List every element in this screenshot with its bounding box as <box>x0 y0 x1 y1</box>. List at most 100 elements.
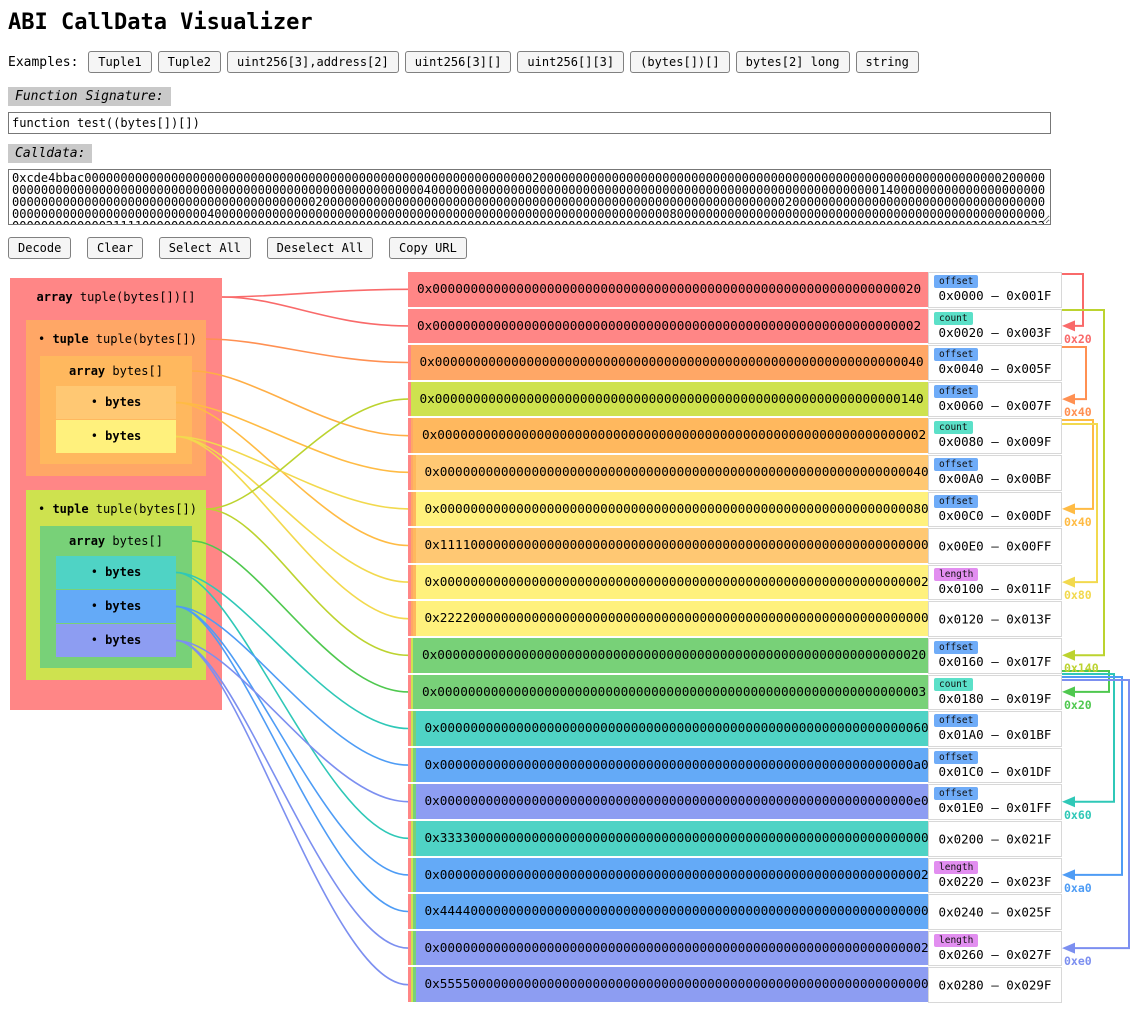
example-button-bytes-2-long[interactable]: bytes[2] long <box>735 51 850 73</box>
calldata-textarea[interactable]: 0xcde4bbac000000000000000000000000000000… <box>8 169 1051 225</box>
calldata-word-row-5[interactable]: 0x00000000000000000000000000000000000000… <box>408 455 929 490</box>
word-kind-badge-offset: offset <box>934 714 979 728</box>
example-button-uint256-3-address-2-[interactable]: uint256[3],address[2] <box>227 51 399 73</box>
jump-offset-label: 0x20 <box>1064 331 1092 346</box>
bullet-icon: • <box>38 502 53 516</box>
nesting-stripe <box>408 674 411 710</box>
jump-arrowhead-icon <box>1062 942 1075 954</box>
word-byte-range: 0x00A0 — 0x00BF <box>938 471 1052 486</box>
tree-bytes-item-1-2[interactable]: • bytes <box>56 624 176 657</box>
nesting-stripe <box>410 491 413 527</box>
deselect-all-button[interactable]: Deselect All <box>266 237 374 259</box>
tree-bytes-array-label-1[interactable]: array bytes[] <box>69 534 163 548</box>
calldata-word-row-19[interactable]: 0x55550000000000000000000000000000000000… <box>408 967 929 1002</box>
calldata-word-row-7[interactable]: 0x11110000000000000000000000000000000000… <box>408 528 929 563</box>
calldata-word-row-16[interactable]: 0x00000000000000000000000000000000000000… <box>408 857 929 893</box>
clear-button[interactable]: Clear <box>87 237 144 259</box>
jump-bracket <box>1062 673 1115 803</box>
jump-bracket <box>1062 273 1084 327</box>
actions-row: Decode Clear Select All Deselect All Cop… <box>8 237 1132 259</box>
calldata-word-row-14[interactable]: 0x00000000000000000000000000000000000000… <box>408 784 929 819</box>
tree-bytes-item-0-1[interactable]: • bytes <box>56 420 176 453</box>
tree-bytes-item-0-0[interactable]: • bytes <box>56 386 176 419</box>
word-range-cell-15: 0x0200 — 0x021F <box>928 821 1062 857</box>
jump-offset-label: 0x80 <box>1064 588 1092 603</box>
jump-offset-label: 0x140 <box>1064 661 1099 676</box>
tree-tuple-box-1: • tuple tuple(bytes[]) array bytes[] • byt… <box>26 490 206 680</box>
example-button-tuple2[interactable]: Tuple2 <box>157 51 221 73</box>
tree-tuple-box-0: • tuple tuple(bytes[]) array bytes[] • byt… <box>26 320 206 476</box>
example-button-string[interactable]: string <box>855 51 919 73</box>
calldata-word-row-1[interactable]: 0x00000000000000000000000000000000000000… <box>408 308 928 344</box>
calldata-word-row-18[interactable]: 0x00000000000000000000000000000000000000… <box>408 930 929 966</box>
nesting-stripe <box>413 564 416 600</box>
nesting-stripe <box>410 857 413 893</box>
word-hex-value: 0x00000000000000000000000000000000000000… <box>419 354 924 370</box>
examples-label: Examples: <box>8 55 79 70</box>
bullet-icon: • <box>90 395 106 409</box>
jump-bracket <box>1062 346 1087 401</box>
function-signature-input[interactable] <box>8 112 1051 134</box>
tree-bytes-array-label-0[interactable]: array bytes[] <box>69 364 163 378</box>
jump-offset-label: 0x20 <box>1064 697 1092 712</box>
nesting-stripe <box>410 894 413 929</box>
decode-button[interactable]: Decode <box>8 237 72 259</box>
nesting-stripe <box>408 711 411 746</box>
tree-tuple-label-0[interactable]: • tuple tuple(bytes[]) <box>38 332 197 346</box>
tree-bytes-items-1: • bytes• bytes• bytes <box>56 556 176 657</box>
word-kind-badge-offset: offset <box>934 275 979 288</box>
jump-bracket <box>1062 419 1094 510</box>
jump-offset-label: 0xa0 <box>1064 880 1092 895</box>
tree-bytes-item-1-1[interactable]: • bytes <box>56 590 176 623</box>
example-button-uint256-3-[interactable]: uint256[][3] <box>517 51 625 73</box>
bullet-icon: • <box>38 332 53 346</box>
copy-url-button[interactable]: Copy URL <box>389 237 467 259</box>
example-button-tuple1[interactable]: Tuple1 <box>88 51 152 73</box>
word-kind-badge-offset: offset <box>934 787 979 801</box>
calldata-word-row-2[interactable]: 0x00000000000000000000000000000000000000… <box>408 345 928 380</box>
word-byte-range: 0x0200 — 0x021F <box>938 831 1052 847</box>
word-byte-range: 0x0080 — 0x009F <box>938 434 1052 450</box>
word-kind-badge-offset: offset <box>934 641 979 654</box>
nesting-stripe <box>410 601 413 636</box>
calldata-word-row-9[interactable]: 0x22220000000000000000000000000000000000… <box>408 601 929 636</box>
calldata-word-row-8[interactable]: 0x00000000000000000000000000000000000000… <box>408 564 929 600</box>
tree-bytes-item-1-0[interactable]: • bytes <box>56 556 176 589</box>
calldata-word-row-10[interactable]: 0x00000000000000000000000000000000000000… <box>408 638 928 673</box>
word-byte-range: 0x00C0 — 0x00DF <box>938 507 1052 523</box>
connection-curve <box>205 508 409 657</box>
calldata-word-row-12[interactable]: 0x00000000000000000000000000000000000000… <box>408 711 929 746</box>
example-button-uint256-3-[interactable]: uint256[3][] <box>404 51 512 73</box>
word-hex-value: 0x22220000000000000000000000000000000000… <box>424 610 929 626</box>
nesting-stripe <box>408 345 411 380</box>
word-kind-badge-offset: offset <box>934 494 979 508</box>
word-hex-value: 0x00000000000000000000000000000000000000… <box>424 793 929 809</box>
calldata-word-row-6[interactable]: 0x00000000000000000000000000000000000000… <box>408 491 929 527</box>
tree-root-array-label[interactable]: array tuple(bytes[])[] <box>36 290 196 304</box>
tree-tuple-label-1[interactable]: • tuple tuple(bytes[]) <box>38 502 197 516</box>
word-hex-value: 0x44440000000000000000000000000000000000… <box>424 903 929 919</box>
select-all-button[interactable]: Select All <box>158 237 252 259</box>
jump-offset-label: 0x40 <box>1064 405 1092 420</box>
calldata-word-row-4[interactable]: 0x00000000000000000000000000000000000000… <box>408 418 928 453</box>
nesting-stripe <box>413 528 416 563</box>
calldata-word-row-15[interactable]: 0x33330000000000000000000000000000000000… <box>408 821 929 856</box>
connection-curve <box>205 338 409 364</box>
calldata-word-row-0[interactable]: 0x00000000000000000000000000000000000000… <box>408 272 928 307</box>
calldata-word-row-11[interactable]: 0x00000000000000000000000000000000000000… <box>408 674 928 710</box>
word-byte-range: 0x01A0 — 0x01BF <box>938 727 1052 743</box>
word-hex-value: 0x00000000000000000000000000000000000000… <box>422 427 927 443</box>
nesting-stripe <box>410 638 413 673</box>
word-byte-range: 0x0060 — 0x007F <box>938 397 1052 413</box>
nesting-stripe <box>408 638 411 673</box>
word-hex-value: 0x00000000000000000000000000000000000000… <box>419 390 924 406</box>
word-kind-badge-offset: offset <box>934 750 979 764</box>
calldata-word-row-3[interactable]: 0x00000000000000000000000000000000000000… <box>408 381 928 417</box>
example-button--bytes-[interactable]: (bytes[])[] <box>630 51 730 73</box>
connection-curve <box>221 296 409 327</box>
calldata-word-row-17[interactable]: 0x44440000000000000000000000000000000000… <box>408 894 929 929</box>
calldata-word-row-13[interactable]: 0x00000000000000000000000000000000000000… <box>408 747 929 783</box>
